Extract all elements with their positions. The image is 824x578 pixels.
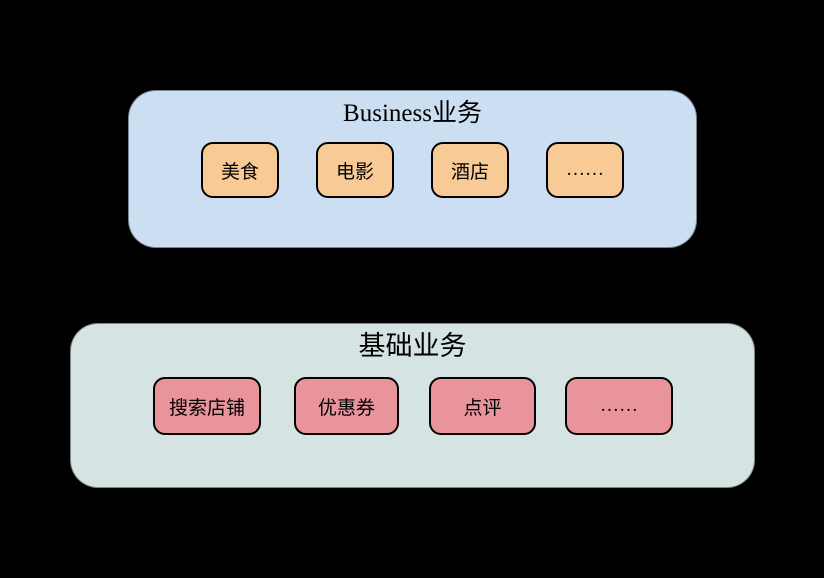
basic-box-review: 点评 [429,377,536,435]
basic-box-ellipsis: …… [565,377,673,435]
business-box-food: 美食 [201,142,279,198]
business-box-ellipsis: …… [546,142,624,198]
basic-box-search-shop: 搜索店铺 [153,377,261,435]
basic-box-coupon: 优惠券 [294,377,399,435]
business-box-movie: 电影 [316,142,394,198]
business-box-hotel: 酒店 [431,142,509,198]
basic-services-panel: 基础业务 搜索店铺 优惠券 点评 …… [70,323,755,488]
business-panel-title: Business业务 [343,100,482,127]
business-services-panel: Business业务 美食 电影 酒店 …… [128,90,697,248]
basic-panel-title: 基础业务 [358,331,467,361]
